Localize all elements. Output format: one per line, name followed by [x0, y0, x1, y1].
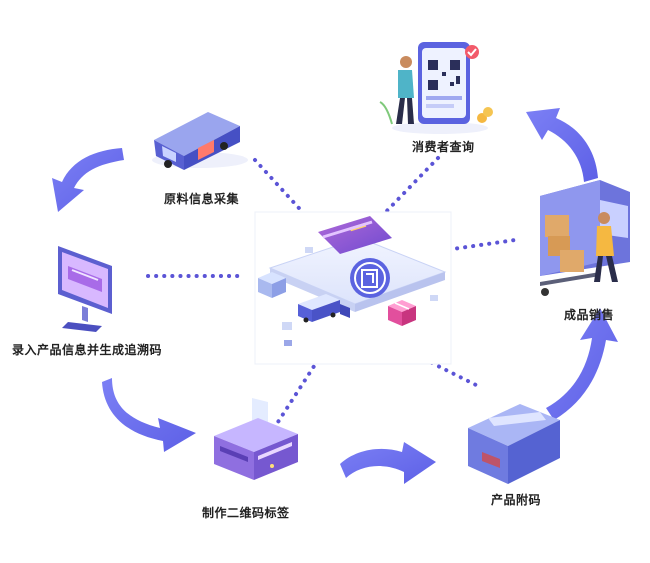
flow-arrow-1 [52, 148, 124, 212]
flow-arrow-2 [102, 378, 196, 452]
flow-arrows [52, 108, 618, 484]
shipping-box-icon [468, 404, 560, 484]
mini-truck-icon [298, 294, 350, 323]
step-label-sales: 成品销售 [564, 308, 615, 322]
qr-code-icon [428, 60, 460, 90]
delivery-van-icon [152, 112, 248, 170]
flow-arrow-5 [526, 108, 598, 182]
platform-logo-icon [350, 258, 390, 298]
center-platform-illustration [254, 211, 452, 365]
flow-arrow-4 [546, 308, 618, 420]
step-label-print-label: 制作二维码标签 [202, 506, 290, 520]
credit-card-icon [318, 216, 392, 254]
step-label-consumer-query: 消费者查询 [412, 140, 475, 154]
gift-box-icon [388, 300, 416, 326]
phone-scan-qr-icon [379, 42, 493, 134]
dotted-link-consumer [378, 156, 440, 220]
computer-monitor-icon [58, 246, 112, 332]
step-label-enter-info: 录入产品信息并生成追溯码 [12, 343, 163, 357]
flow-arrow-3 [340, 442, 436, 484]
dotted-link-attach-code [408, 350, 484, 390]
step-label-attach-code: 产品附码 [491, 493, 542, 507]
dotted-link-raw-material [253, 158, 310, 220]
step-label-raw-material: 原料信息采集 [164, 192, 240, 206]
dotted-link-print-label [276, 358, 320, 424]
label-printer-icon [214, 398, 298, 480]
cube-icon [258, 272, 286, 298]
delivery-truck-courier-icon [540, 180, 630, 296]
check-badge-icon [465, 45, 479, 59]
